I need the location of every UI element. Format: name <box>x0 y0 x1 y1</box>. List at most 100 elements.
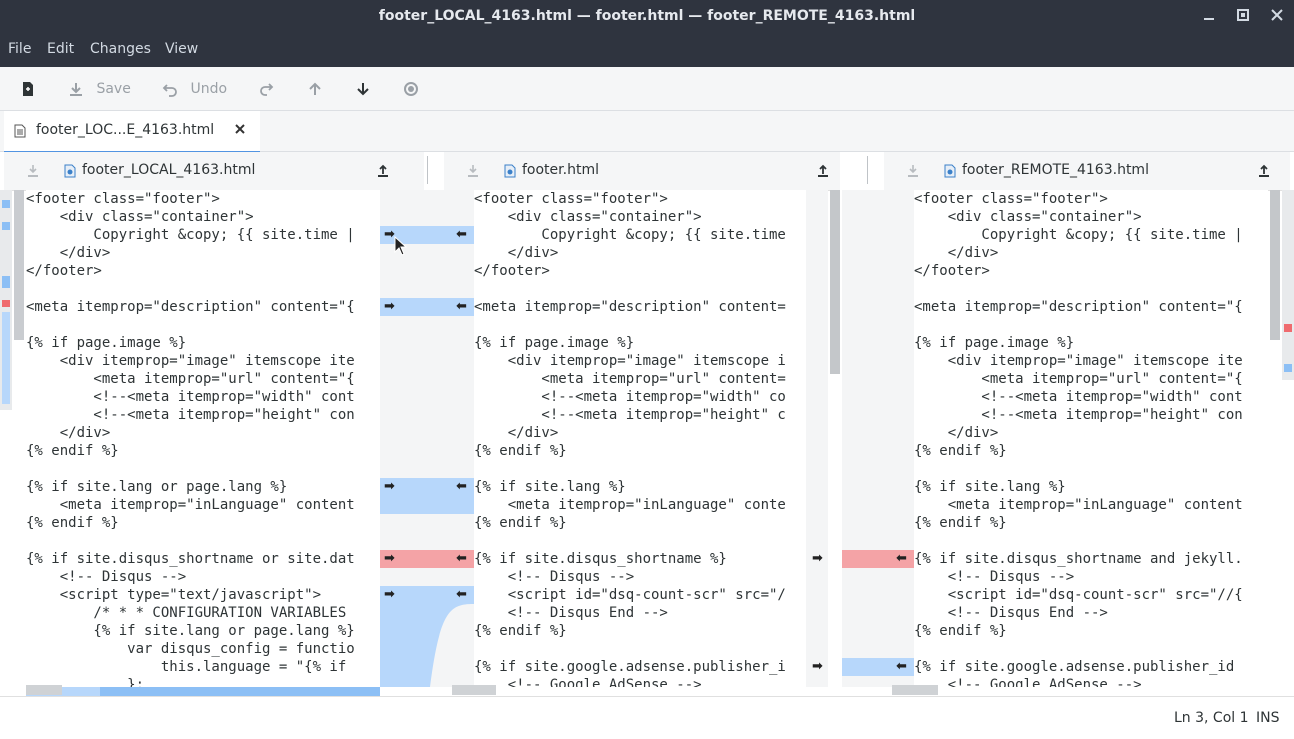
merge-left-arrow-icon[interactable]: ⬅ <box>456 479 467 494</box>
code-line: }; <box>26 677 145 687</box>
base-vertical-scrollbar[interactable] <box>830 190 840 374</box>
overview-change-mark <box>1284 364 1292 372</box>
pane-remote-filename: footer_REMOTE_4163.html <box>962 162 1149 178</box>
code-line: {% endif %} <box>914 515 1007 531</box>
menu-bar: File Edit Changes View <box>0 34 1294 67</box>
close-window-icon[interactable] <box>1268 8 1286 26</box>
maximize-icon[interactable] <box>1234 8 1252 26</box>
save-button[interactable]: Save <box>68 79 131 99</box>
code-line: <!--<meta itemprop="height" c <box>474 407 786 423</box>
open-externally-icon <box>1259 164 1269 177</box>
code-line: </div> <box>914 425 999 441</box>
merge-right-arrow-icon[interactable]: ➡ <box>384 299 395 314</box>
stop-button[interactable] <box>403 79 419 99</box>
next-change-button[interactable] <box>355 79 371 99</box>
code-line: <script type="text/javascript"> <box>26 587 322 603</box>
code-line: <meta itemprop="url" content="{ <box>26 371 355 387</box>
tab-strip: footer_LOC...E_4163.html <box>0 111 1294 153</box>
overview-change-mark <box>2 222 10 230</box>
code-line: {% endif %} <box>26 443 119 459</box>
code-line: <!-- Google AdSense --> <box>474 677 702 687</box>
merge-left-arrow-icon[interactable]: ⬅ <box>456 551 467 566</box>
local-horizontal-scrollbar[interactable] <box>26 685 62 695</box>
code-line: <div class="container"> <box>914 209 1142 225</box>
code-line: <div itemprop="image" itemscope ite <box>26 353 355 369</box>
undo-button[interactable]: Undo <box>162 79 227 99</box>
code-line: </footer> <box>474 263 550 279</box>
previous-change-button[interactable] <box>307 79 323 99</box>
save-label: Save <box>96 81 131 97</box>
merge-right-arrow-icon[interactable]: ➡ <box>812 551 823 566</box>
pane-remote-header: footer_REMOTE_4163.html <box>884 152 1290 191</box>
merge-right-arrow-icon[interactable]: ➡ <box>384 227 395 242</box>
code-line: <!-- Disqus --> <box>914 569 1075 585</box>
code-line: var disqus_config = functio <box>26 641 355 657</box>
new-comparison-button[interactable] <box>20 79 36 99</box>
html-file-icon <box>504 164 516 178</box>
code-line: {% endif %} <box>474 515 567 531</box>
code-line: <meta itemprop="description" content="{ <box>914 299 1243 315</box>
mouse-cursor-icon <box>394 236 408 256</box>
merge-right-arrow-icon[interactable]: ➡ <box>812 659 823 674</box>
local-vertical-scrollbar[interactable] <box>14 190 24 340</box>
code-line: {% if site.google.adsense.publisher_id <box>914 659 1235 675</box>
code-line: {% endif %} <box>914 623 1007 639</box>
save-pane-icon <box>908 165 918 177</box>
overview-map-left[interactable] <box>0 190 12 410</box>
merge-left-arrow-icon[interactable]: ⬅ <box>456 299 467 314</box>
tab-label: footer_LOC...E_4163.html <box>36 122 215 138</box>
merge-right-arrow-icon[interactable]: ➡ <box>384 587 395 602</box>
insert-mode: INS <box>1256 710 1280 726</box>
code-line: <script id="dsq-count-scr" src="/ <box>474 587 786 603</box>
code-line: <!--<meta itemprop="height" con <box>914 407 1243 423</box>
pane-base-filename: footer.html <box>522 162 599 178</box>
overview-conflict-mark <box>2 300 10 307</box>
merge-left-arrow-icon[interactable]: ⬅ <box>896 659 907 674</box>
merge-left-arrow-icon[interactable]: ⬅ <box>456 227 467 242</box>
code-line: <div class="container"> <box>26 209 254 225</box>
menu-file[interactable]: File <box>8 41 32 57</box>
status-bar: Ln 3, Col 1 INS <box>0 696 1294 739</box>
cursor-position: Ln 3, Col 1 <box>1174 710 1249 726</box>
pane-base-header: footer.html <box>444 152 840 191</box>
code-line: <meta itemprop="description" content="{ <box>26 299 355 315</box>
pane-local-header: footer_LOCAL_4163.html <box>4 152 424 191</box>
menu-changes[interactable]: Changes <box>90 41 151 57</box>
menu-edit[interactable]: Edit <box>47 41 75 57</box>
overview-map-right[interactable] <box>1282 190 1294 380</box>
base-horizontal-scrollbar[interactable] <box>452 685 496 695</box>
code-line: </div> <box>26 425 111 441</box>
code-line: <div itemprop="image" itemscope i <box>474 353 786 369</box>
menu-view[interactable]: View <box>165 41 199 57</box>
pane-remote-code[interactable]: <footer class="footer"> <div class="cont… <box>914 190 1268 687</box>
merge-right-arrow-icon[interactable]: ➡ <box>384 479 395 494</box>
code-line: {% if site.google.adsense.publisher_i <box>474 659 786 675</box>
code-line: Copyright &copy; {{ site.time <box>474 227 786 243</box>
undo-label: Undo <box>190 81 228 97</box>
merge-left-arrow-icon[interactable]: ⬅ <box>456 587 467 602</box>
merge-gutter-right <box>842 190 914 687</box>
code-line: <meta itemprop="inLanguage" content <box>26 497 355 513</box>
merge-left-arrow-icon[interactable]: ⬅ <box>896 551 907 566</box>
code-line: this.language = "{% if <box>26 659 347 675</box>
close-tab-icon[interactable] <box>234 120 246 139</box>
redo-button[interactable] <box>258 79 274 99</box>
save-icon <box>70 83 82 96</box>
code-line: <!--<meta itemprop="width" cont <box>914 389 1243 405</box>
remote-vertical-scrollbar[interactable] <box>1270 190 1280 340</box>
minimize-icon[interactable] <box>1200 8 1218 26</box>
code-line: </div> <box>474 245 559 261</box>
pane-local-code[interactable]: <footer class="footer"> <div class="cont… <box>26 190 380 687</box>
code-line: {% if site.disqus_shortname and jekyll. <box>914 551 1243 567</box>
merge-right-arrow-icon[interactable]: ➡ <box>384 551 395 566</box>
arrow-down-icon <box>357 83 369 96</box>
pane-base-code[interactable]: <footer class="footer"> <div class="cont… <box>474 190 806 687</box>
html-file-icon <box>64 164 76 178</box>
remote-horizontal-scrollbar[interactable] <box>892 685 938 695</box>
code-line: <script id="dsq-count-scr" src="//{ <box>914 587 1243 603</box>
html-file-icon <box>944 164 956 178</box>
code-line: {% if site.lang %} <box>914 479 1066 495</box>
tab-comparison[interactable]: footer_LOC...E_4163.html <box>4 111 260 153</box>
code-line: {% if site.lang or page.lang %} <box>26 479 288 495</box>
overview-change-mark <box>2 312 10 404</box>
